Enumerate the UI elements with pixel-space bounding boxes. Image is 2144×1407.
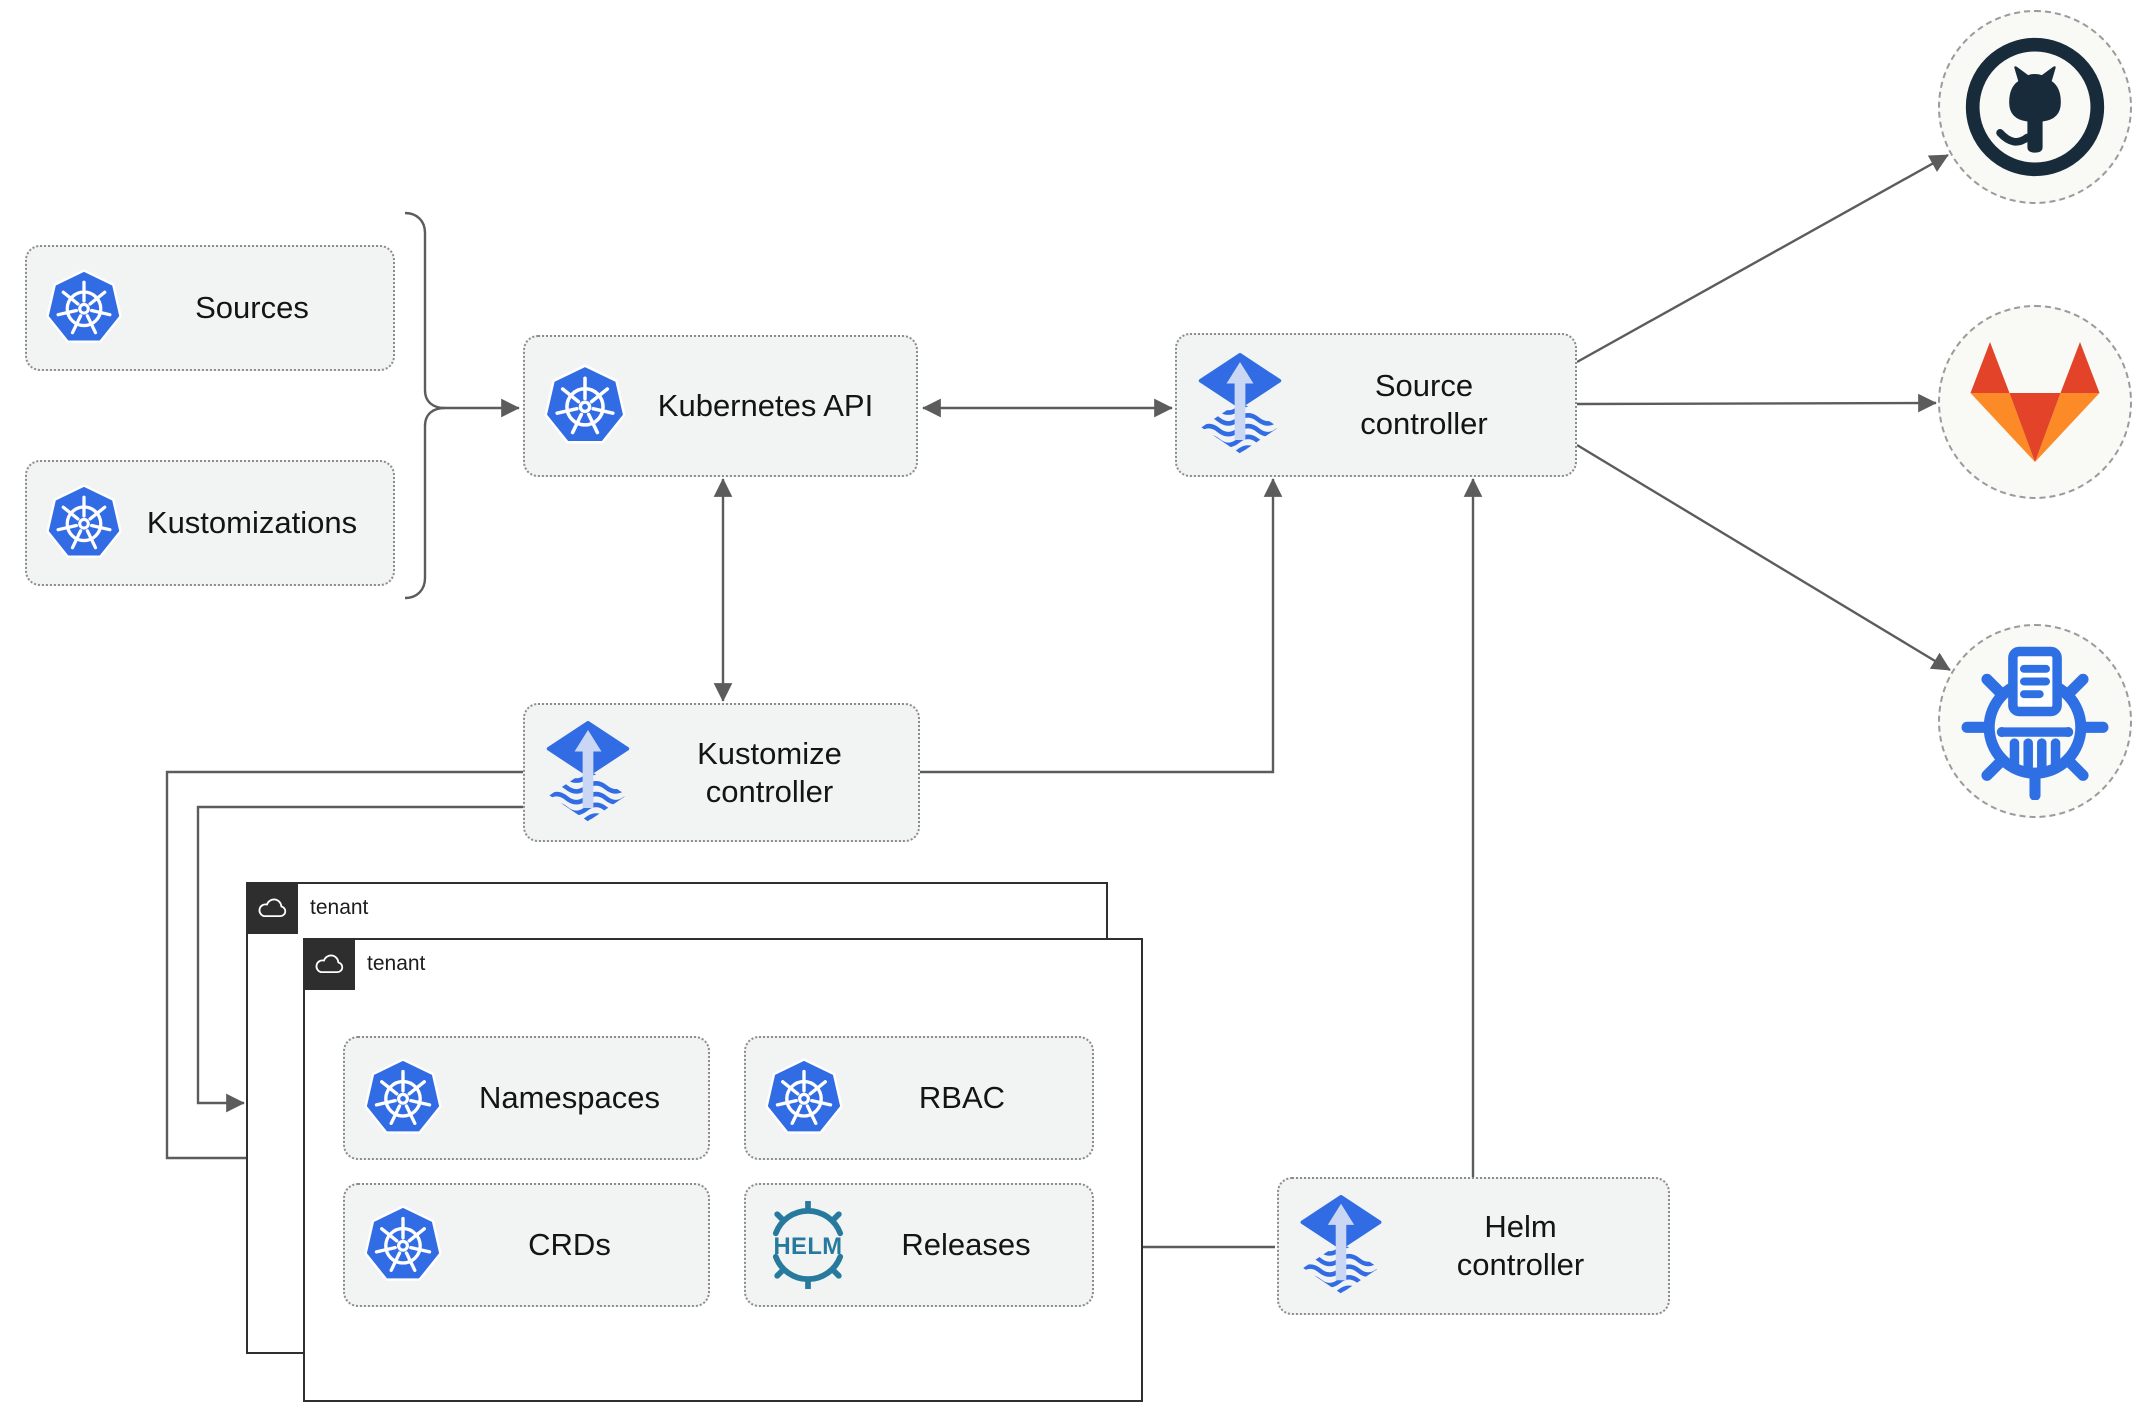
kustomize-source-circle: [1938, 624, 2132, 818]
helm-icon: HELM: [772, 1201, 844, 1289]
github-icon: [1965, 37, 2105, 177]
edge-source-to-github: [1576, 153, 1949, 364]
node-label: Helm controller: [1456, 1209, 1585, 1282]
helm-icon-text: HELM: [773, 1233, 842, 1260]
edge-source-to-gitlab: [1576, 393, 1937, 413]
gitlab-icon: [1970, 342, 2100, 462]
node-helm-controller: Helm controller: [1277, 1177, 1670, 1315]
node-sources: Sources: [25, 245, 395, 371]
tenant-frame-front: tenant: [303, 938, 1143, 1402]
flux-icon: [1195, 353, 1285, 457]
node-label: Kubernetes API: [657, 388, 874, 424]
node-kustomize-controller: Kustomize controller: [523, 703, 920, 842]
node-label: CRDs: [528, 1227, 611, 1263]
cloud-icon: [258, 898, 287, 917]
node-namespaces: Namespaces: [343, 1036, 710, 1160]
kubernetes-icon: [543, 364, 627, 448]
github-source-circle: [1938, 10, 2132, 204]
kustomize-wheel-icon: [1961, 646, 2109, 800]
gitlab-source-circle: [1938, 305, 2132, 499]
kubernetes-icon: [363, 1205, 443, 1285]
kubernetes-icon: [363, 1058, 443, 1138]
node-crds: CRDs: [343, 1183, 710, 1307]
node-label: Sources: [195, 290, 309, 326]
node-label: Kustomize controller: [697, 735, 842, 809]
bracket-sources-group: [404, 211, 446, 410]
tenant-label: tenant: [310, 896, 369, 919]
node-label: Kustomizations: [146, 505, 358, 541]
node-label: Releases: [901, 1227, 1031, 1263]
bracket-sources-group: [404, 406, 446, 600]
node-kubernetes-api: Kubernetes API: [523, 335, 918, 477]
flux-icon: [1297, 1195, 1385, 1297]
node-label: Namespaces: [479, 1080, 660, 1116]
node-label: RBAC: [918, 1080, 1006, 1116]
cloud-icon: [315, 954, 344, 973]
node-source-controller: Source controller: [1175, 333, 1577, 477]
node-kustomizations: Kustomizations: [25, 460, 395, 586]
node-label: Source controller: [1360, 368, 1488, 441]
node-releases: HELM Releases: [744, 1183, 1094, 1307]
kubernetes-icon: [45, 269, 123, 347]
kubernetes-icon: [764, 1058, 844, 1138]
tenant-label: tenant: [367, 952, 426, 975]
tenant-tab: [246, 882, 298, 934]
kubernetes-icon: [45, 484, 123, 562]
node-rbac: RBAC: [744, 1036, 1094, 1160]
edge-source-to-bucket: [1576, 443, 1951, 672]
tenant-tab: [303, 938, 355, 990]
edge-kustomize-to-source-controller: [920, 478, 1283, 774]
flux-icon: [543, 721, 633, 825]
